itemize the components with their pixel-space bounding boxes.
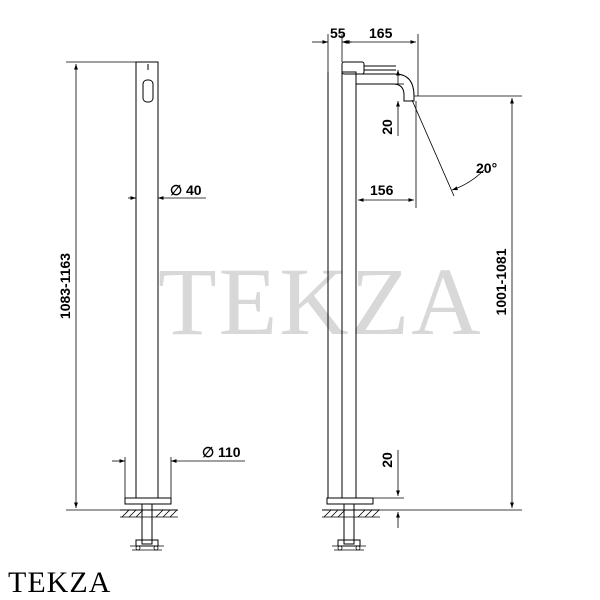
- front-riser: [141, 503, 153, 545]
- dia40-label: 40: [186, 182, 202, 198]
- side-riser: [343, 503, 355, 545]
- angle-label: 20°: [476, 160, 497, 176]
- watermark: TEKZA: [158, 248, 483, 355]
- angle-arc: [451, 169, 485, 191]
- dia40-symbol: ∅: [170, 182, 182, 198]
- water-angle-line: [411, 99, 455, 197]
- dim156-label: 156: [370, 182, 394, 198]
- front-base-plate: [124, 497, 172, 505]
- side-lever: [341, 61, 365, 75]
- height-label-front: 1083-1163: [57, 253, 73, 319]
- dim55-label: 55: [330, 25, 346, 41]
- height-label-side: 1001-1081: [493, 248, 509, 315]
- side-view: 55 165 20 156 20° 1001-1081 20: [312, 25, 522, 551]
- brand-logo-text: TEKZA: [8, 566, 112, 599]
- front-view: 1083-1163 ∅ 40 ∅ 110: [57, 61, 245, 551]
- dia110-label: 110: [218, 444, 241, 460]
- front-floor-hatch: [120, 509, 178, 518]
- dim165-label: 165: [369, 25, 393, 41]
- side-base-plate: [326, 497, 374, 505]
- dim20-top-label: 20: [379, 119, 395, 135]
- front-lever-slot: [142, 79, 154, 103]
- dim20-bottom-label: 20: [379, 452, 395, 468]
- side-floor-hatch: [322, 509, 380, 518]
- front-column: [135, 61, 159, 499]
- side-spout: [356, 73, 415, 102]
- dia110-symbol: ∅: [202, 444, 214, 460]
